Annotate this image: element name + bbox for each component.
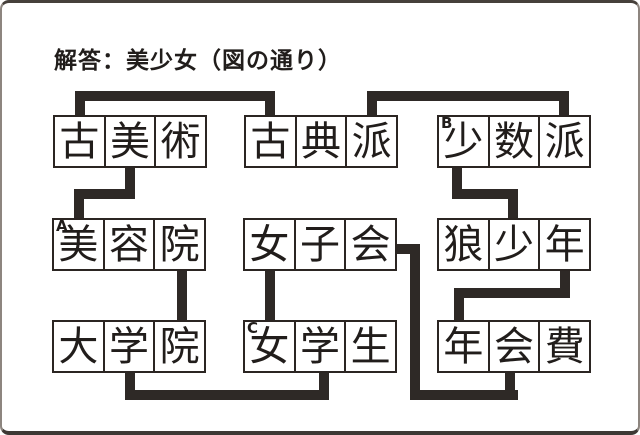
char-cell: 古 <box>59 118 100 165</box>
char-cell: 数 <box>487 117 539 166</box>
word-box-joshikai: 女 子 会 <box>243 218 397 271</box>
marker-a: A <box>56 217 68 235</box>
char: 女 <box>249 323 290 370</box>
char-cell: 院 <box>153 322 204 371</box>
char-cell: C 女 <box>245 319 294 371</box>
char-cell: 会 <box>487 322 539 371</box>
word-box-okamishonen: 狼 少 年 <box>437 218 591 271</box>
char-cell: 学 <box>293 322 345 371</box>
char-cell: 美 <box>103 117 155 166</box>
char-cell: 会 <box>344 220 395 269</box>
char-cell: 典 <box>294 117 346 166</box>
page-title: 解答：美少女（図の通り） <box>54 48 342 74</box>
word-box-shosuha: B 少 数 派 <box>437 115 591 168</box>
char-cell: 容 <box>102 220 154 269</box>
word-box-biyoin: A 美 容 院 <box>52 218 206 271</box>
char-cell: 学 <box>102 322 154 371</box>
char-cell: 大 <box>58 323 99 370</box>
char-cell: 狼 <box>443 221 484 268</box>
char-cell: 術 <box>154 117 205 166</box>
char-cell: 派 <box>345 117 396 166</box>
char-cell: 女 <box>249 221 290 268</box>
word-box-jogakusei: C 女 学 生 <box>243 320 397 373</box>
char: 少 <box>443 118 484 165</box>
marker-b: B <box>441 114 453 132</box>
marker-c: C <box>247 319 259 337</box>
char-cell: B 少 <box>439 114 488 166</box>
char-cell: 古 <box>250 118 291 165</box>
char: 美 <box>58 221 99 268</box>
word-box-kotenha: 古 典 派 <box>244 115 398 168</box>
char-cell: 派 <box>538 117 589 166</box>
char-cell: 院 <box>153 220 204 269</box>
word-box-kobijutsu: 古 美 術 <box>53 115 207 168</box>
char-cell: 子 <box>293 220 345 269</box>
char-cell: 費 <box>538 322 589 371</box>
char-cell: 少 <box>487 220 539 269</box>
word-box-daigakuin: 大 学 院 <box>52 320 206 373</box>
char-cell: 生 <box>344 322 395 371</box>
char-cell: 年 <box>443 323 484 370</box>
char-cell: A 美 <box>54 217 103 269</box>
char-cell: 年 <box>538 220 589 269</box>
word-box-nenkaihi: 年 会 費 <box>437 320 591 373</box>
